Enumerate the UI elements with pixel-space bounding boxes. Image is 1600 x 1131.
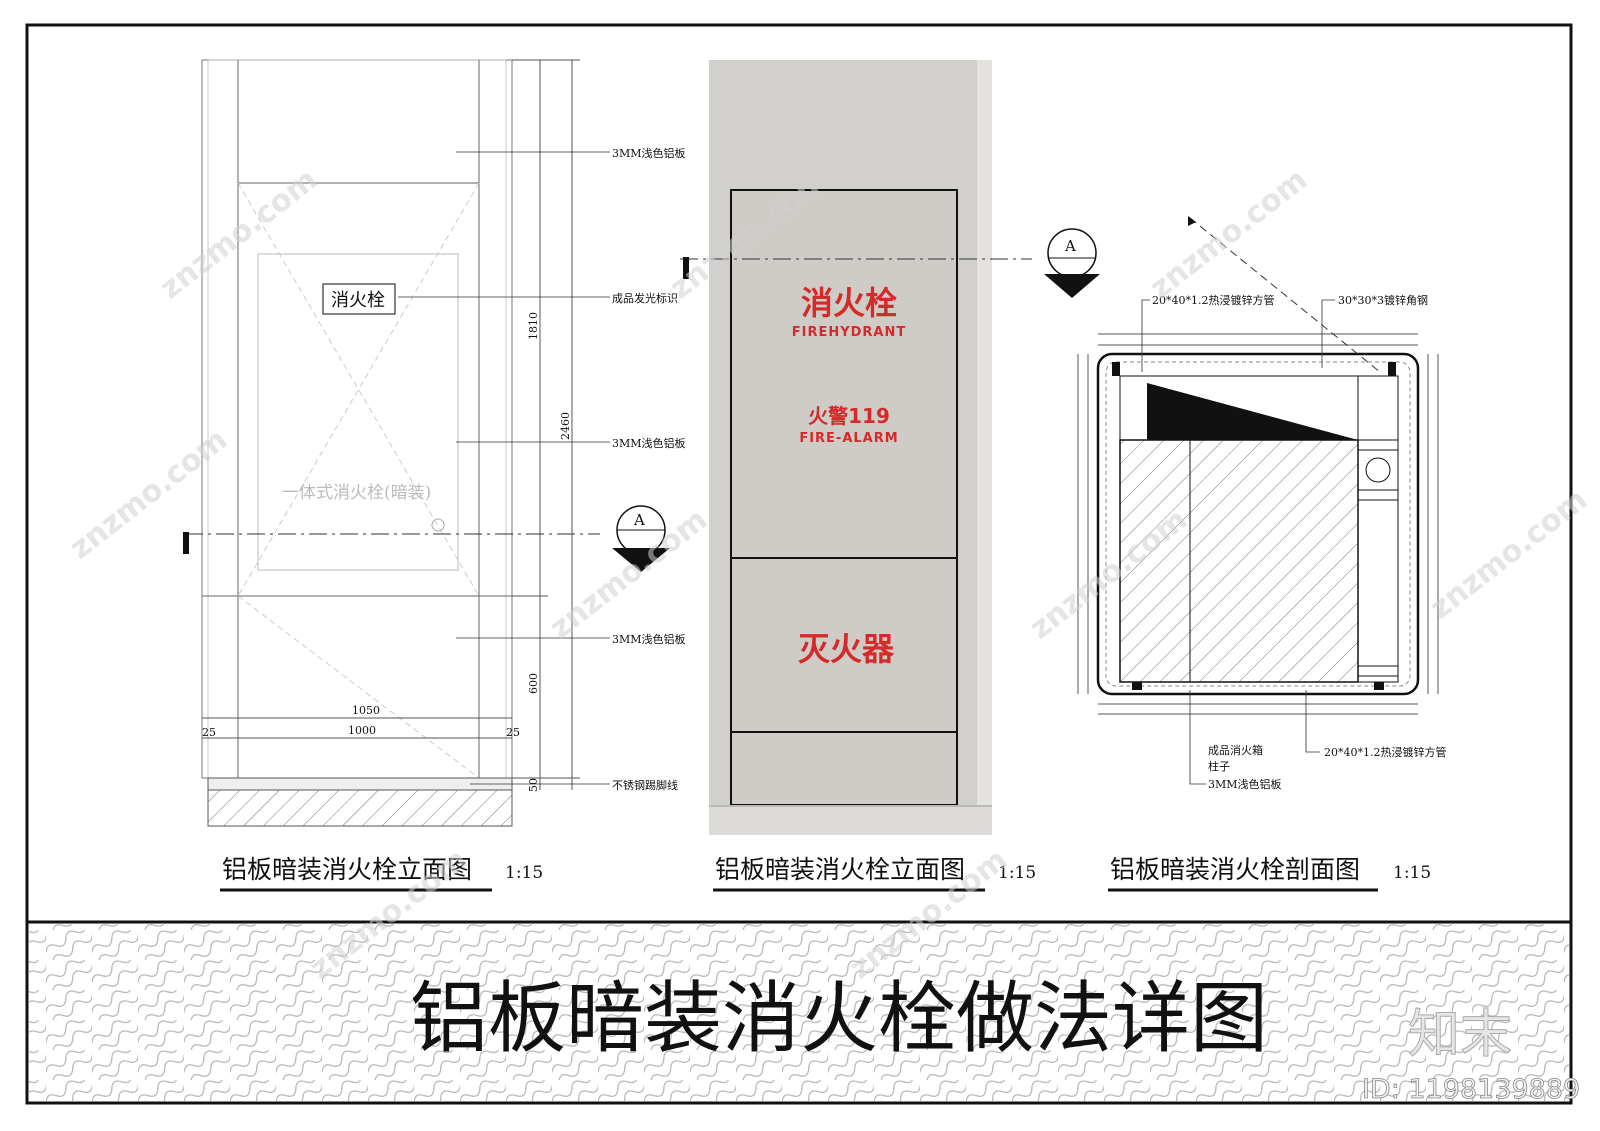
dim-width-outer: 1050 [352, 704, 380, 717]
note-skirting: 不锈钢踢脚线 [612, 778, 678, 792]
scale-left: 1:15 [505, 863, 543, 883]
scale-photo: 1:15 [998, 863, 1036, 883]
scale-section: 1:15 [1393, 863, 1431, 883]
dim-lower: 600 [527, 673, 540, 694]
photo-section-letter: A [1064, 237, 1076, 255]
note-tube-bottom: 20*40*1.2热浸镀锌方管 [1324, 745, 1447, 759]
note-sign: 成品发光标识 [612, 291, 678, 305]
hidden-hydrant-label: 一体式消火栓(暗装) [282, 483, 431, 503]
section-marker-letter: A [633, 511, 645, 529]
note-tube-top: 20*40*1.2热浸镀锌方管 [1152, 293, 1275, 307]
photo-section-sub: - [1068, 265, 1072, 279]
photo-alarm-cn: 火警119 [808, 404, 890, 428]
watermark-9: znzmo.com [1423, 482, 1594, 626]
photo-render [680, 60, 1100, 835]
dim-total: 2460 [559, 412, 572, 440]
sheet-title: 铝板暗装消火栓做法详图 [410, 974, 1268, 1064]
photo-title-en: FIREHYDRANT [792, 325, 907, 340]
section-marker-sub: - [637, 537, 641, 551]
note-panel-2: 3MM浅色铝板 [612, 436, 686, 450]
section-drawing [1077, 216, 1439, 785]
note-column: 柱子 [1208, 759, 1230, 773]
photo-alarm-en: FIRE-ALARM [799, 431, 898, 446]
dim-base: 50 [527, 778, 540, 792]
title-block-pattern [29, 924, 1569, 1101]
asset-id: ID: 1198139889 [1362, 1074, 1580, 1105]
photo-extinguisher: 灭火器 [798, 630, 895, 668]
sign-text: 消火栓 [331, 290, 385, 311]
note-panel-3: 3MM浅色铝板 [612, 632, 686, 646]
photo-text: 消火栓 FIREHYDRANT 火警119 FIRE-ALARM 灭火器 A -… [713, 237, 1076, 892]
dim-side-left: 25 [202, 726, 216, 739]
photo-title-cn: 消火栓 [801, 284, 897, 322]
sign-box [322, 283, 396, 315]
caption-section: 铝板暗装消火栓剖面图 [1110, 855, 1360, 884]
dim-upper: 1810 [527, 312, 540, 340]
section-text: 20*40*1.2热浸镀锌方管 30*30*3镀锌角钢 成品消火箱 柱子 3MM… [1108, 293, 1447, 892]
note-panel-1: 3MM浅色铝板 [612, 146, 686, 160]
dim-side-right: 25 [506, 726, 520, 739]
elevation-left [183, 59, 670, 827]
sheet-frame [25, 23, 1573, 1105]
caption-photo: 铝板暗装消火栓立面图 [715, 855, 965, 884]
note-angle-steel: 30*30*3镀锌角钢 [1338, 293, 1428, 307]
elevation-left-text: 3MM浅色铝板 成品发光标识 3MM浅色铝板 3MM浅色铝板 不锈钢踢脚线 消火… [202, 146, 686, 892]
note-box: 成品消火箱 [1208, 743, 1263, 757]
note-panel: 3MM浅色铝板 [1208, 777, 1282, 791]
watermark-3: znzmo.com [1143, 162, 1314, 306]
watermark-4: znzmo.com [63, 422, 234, 566]
dim-width-inner: 1000 [348, 724, 376, 737]
caption-left: 铝板暗装消火栓立面图 [222, 855, 472, 884]
brand-logo: 知末 [1408, 1005, 1512, 1065]
